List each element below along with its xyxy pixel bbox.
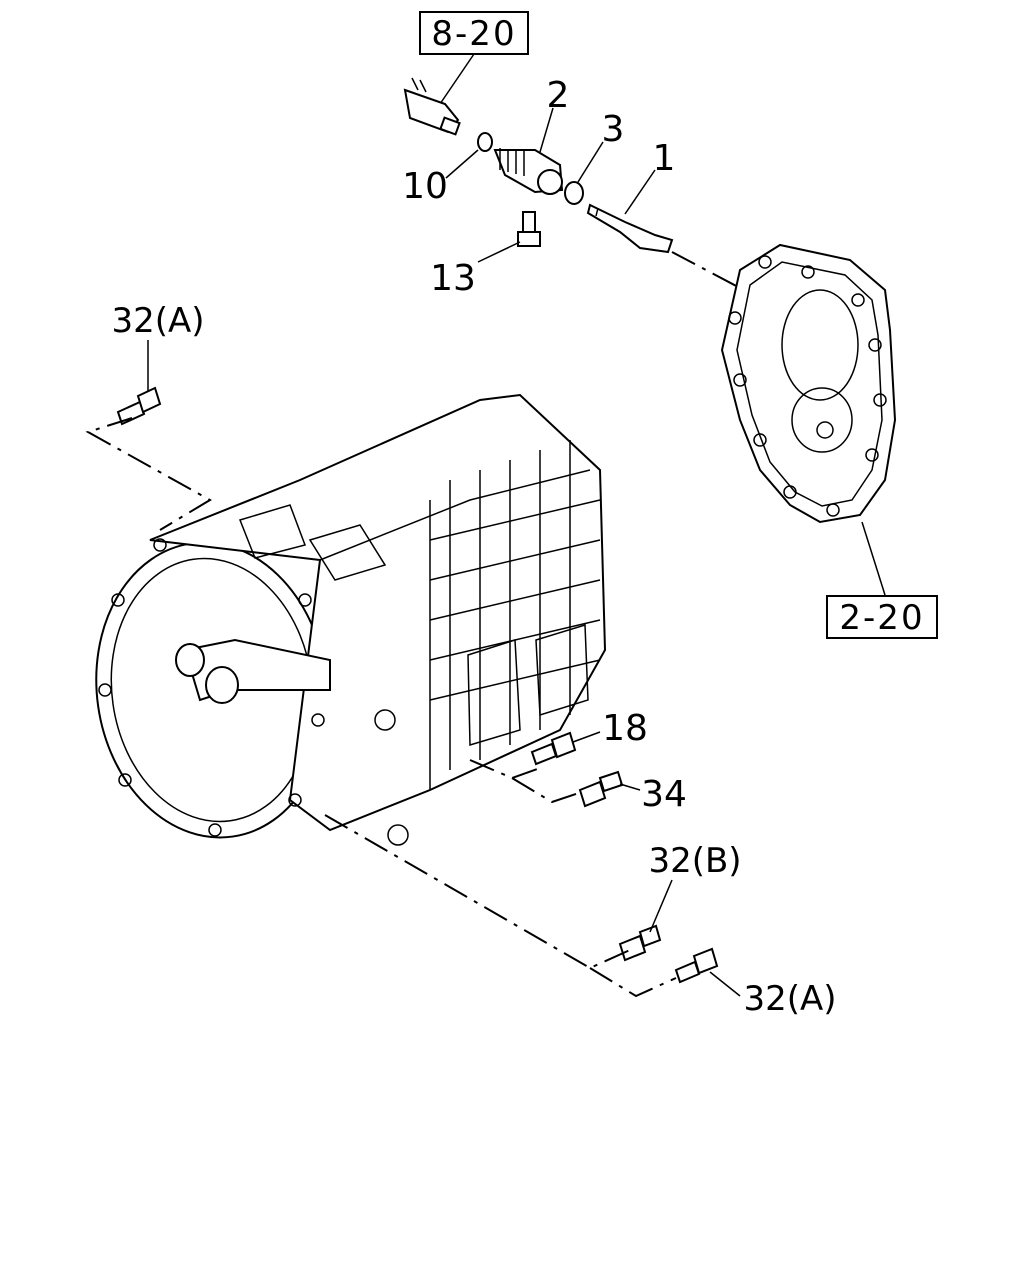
ref-8-20-label: 8-20 (431, 14, 516, 54)
callout-32a-bottom: 32(A) (743, 979, 836, 1019)
callout-2: 2 (547, 75, 570, 116)
stud-part-34 (578, 770, 624, 808)
bolt-32b (618, 924, 662, 962)
plug-part-10 (477, 132, 493, 152)
center-line-bottom (324, 814, 677, 998)
callout-32a-top: 32(A) (111, 301, 204, 341)
leader-2-20 (861, 521, 886, 596)
o-ring-part-3 (564, 181, 584, 205)
leader-18 (572, 731, 601, 743)
leader-34 (619, 783, 641, 791)
sleeve-part-2 (493, 148, 564, 195)
ref-2-20-label: 2-20 (839, 598, 924, 638)
callout-1: 1 (653, 138, 676, 179)
callout-34: 34 (641, 774, 687, 815)
leader-2 (539, 107, 554, 153)
bolt-part-13 (517, 211, 541, 247)
center-line-32a-top (85, 417, 212, 531)
leader-32a-bottom (709, 971, 741, 997)
sensor-switch (403, 77, 461, 136)
bolt-32a-bottom (674, 947, 719, 984)
bolt-32a-top (116, 386, 162, 426)
callout-3: 3 (602, 109, 625, 150)
leader-8-20 (439, 53, 475, 105)
leader-13 (477, 241, 521, 263)
callout-13: 13 (430, 258, 476, 299)
rear-cover (720, 243, 897, 524)
center-line-shaft (671, 251, 741, 289)
callout-32b: 32(B) (648, 841, 741, 881)
ref-box-8-20[interactable]: 8-20 (419, 11, 529, 55)
ref-box-2-20[interactable]: 2-20 (826, 595, 938, 639)
shaft-part-1 (586, 203, 674, 254)
leader-3 (577, 141, 604, 183)
callout-10: 10 (402, 166, 448, 207)
leader-10 (445, 149, 479, 179)
center-line-18-34 (469, 759, 583, 804)
leader-1 (624, 169, 656, 215)
callout-18: 18 (602, 708, 648, 749)
leader-32b (649, 879, 673, 933)
bolt-part-18 (530, 731, 577, 766)
transmission-housing (95, 393, 607, 846)
